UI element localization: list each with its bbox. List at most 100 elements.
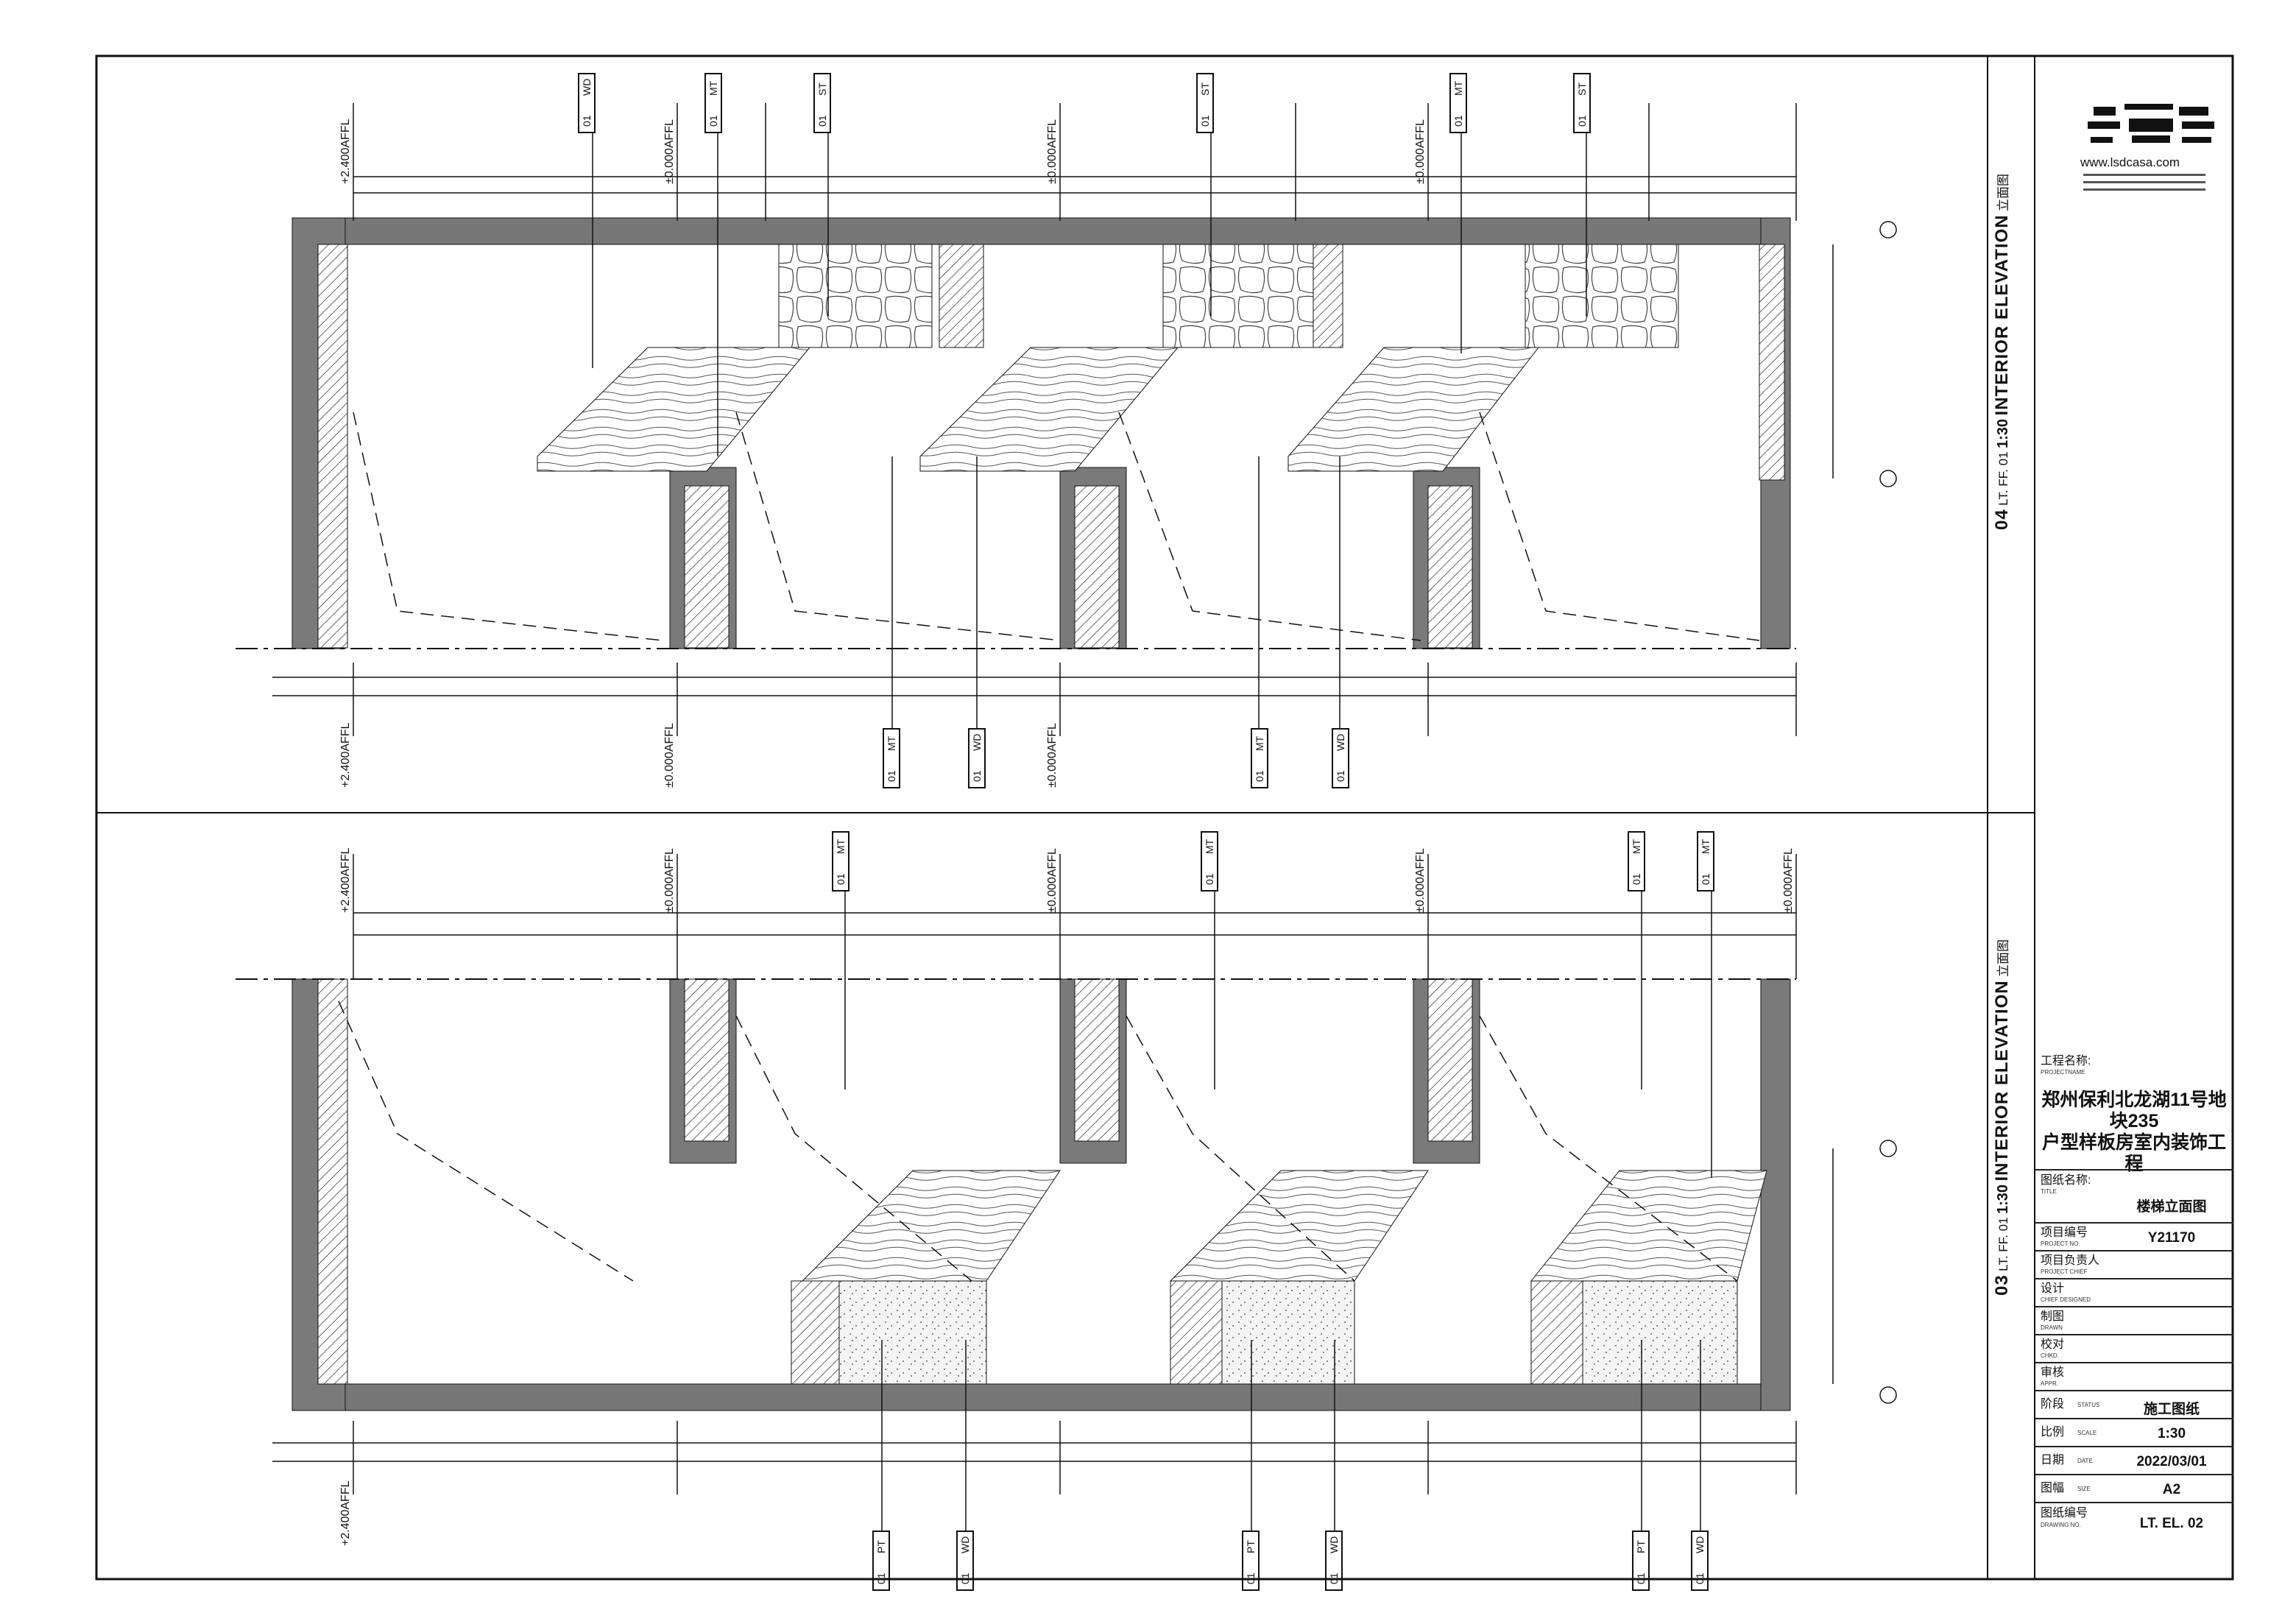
upper-stair-flight-1 xyxy=(537,347,811,472)
project-no-row: 项目编号 PROJECT NO. Y21170 xyxy=(2035,1222,2233,1251)
view-04-sheet-ref: LT. FF. 01 xyxy=(1996,451,2010,506)
lower-level-label: ±0.000AFFL xyxy=(1046,848,1059,913)
scale-label: 比例 xyxy=(2041,1426,2065,1438)
upper-elevation xyxy=(236,103,1897,736)
company-logo xyxy=(2083,104,2214,191)
logo-url: www.lsdcasa.com xyxy=(2080,155,2180,169)
material-tag-index: 01 xyxy=(1631,873,1642,885)
lower-stair-flight-2 xyxy=(1169,1170,1429,1282)
material-tag-code: WD xyxy=(1335,734,1346,751)
project-name: 郑州保利北龙湖11号地块235 户型样板房室内装饰工程 xyxy=(2039,1090,2229,1175)
project-no: Y21170 xyxy=(2147,1230,2196,1246)
material-tag-index: 01 xyxy=(1328,1572,1340,1584)
material-tag-code: WD xyxy=(1328,1536,1340,1553)
upper-level-label: +2.400AFFL xyxy=(339,119,352,184)
upper-level-label: ±0.000AFFL xyxy=(1046,119,1059,184)
title-label-en: TITLE xyxy=(2041,1188,2057,1195)
status-row: 阶段 STATUS 施工图纸 xyxy=(2035,1390,2233,1419)
material-tag-index: 01 xyxy=(1199,115,1211,127)
material-tag-index: 01 xyxy=(959,1572,971,1584)
material-tag-code: MT xyxy=(1204,839,1215,854)
lower-floor-slab xyxy=(292,1383,1789,1411)
material-tag-index: 01 xyxy=(1335,770,1346,782)
upper-stair-flight-2 xyxy=(919,347,1179,472)
scale-label-en: SCALE xyxy=(2077,1430,2097,1436)
approved-label-en: APPR. xyxy=(2041,1380,2059,1387)
chief-row: 项目负责人 PROJECT CHIEF xyxy=(2035,1250,2233,1279)
material-tag-code: WD xyxy=(971,734,983,751)
material-tag-code: MT xyxy=(835,839,847,854)
drawn-label: 制图 xyxy=(2041,1310,2065,1323)
material-tag-index: 01 xyxy=(1694,1572,1706,1584)
upper-bottom-level-label: +2.400AFFL xyxy=(339,722,352,788)
lower-stair-flight-1 xyxy=(801,1170,1061,1282)
sheet-border xyxy=(95,54,2234,1581)
view-04-title-group: 04 LT. FF. 01 1:30 INTERIOR ELEVATION 立面… xyxy=(1992,174,2013,530)
material-tag-code: ST xyxy=(816,82,828,96)
upper-material-tags xyxy=(578,73,1591,788)
status-label-en: STATUS xyxy=(2077,1402,2100,1408)
project-name-line1: 郑州保利北龙湖11号地块235 xyxy=(2041,1090,2227,1131)
material-tag-code: PT xyxy=(1245,1540,1257,1553)
lower-level-label: ±0.000AFFL xyxy=(1414,848,1427,913)
material-tag-code: MT xyxy=(1452,80,1464,96)
material-tag-index: 01 xyxy=(1635,1572,1647,1584)
material-tag-index: 01 xyxy=(1245,1572,1257,1584)
material-tag-index: 01 xyxy=(971,770,983,782)
lower-elevation xyxy=(236,854,1897,1531)
date-row: 日期 DATE 2022/03/01 xyxy=(2035,1446,2233,1475)
project-name-line2: 户型样板房室内装饰工程 xyxy=(2041,1132,2226,1174)
size-value: A2 xyxy=(2162,1482,2181,1497)
checked-label-en: CHKD. xyxy=(2041,1352,2059,1359)
drawn-row: 制图 DRAWN xyxy=(2035,1306,2233,1335)
upper-bottom-level-label: ±0.000AFFL xyxy=(1046,723,1059,788)
drawing-no-label-en: DRAWING NO. xyxy=(2041,1522,2081,1528)
drawing-no-row: 图纸编号 DRAWING NO. LT. EL. 02 xyxy=(2035,1502,2233,1578)
material-tag-index: 01 xyxy=(835,873,847,885)
project-name-label: 工程名称: xyxy=(2041,1055,2091,1067)
designed-label: 设计 xyxy=(2041,1282,2065,1295)
material-tag-index: 01 xyxy=(1700,873,1712,885)
view-03-number: 03 xyxy=(1992,1274,2012,1296)
approved-label: 审核 xyxy=(2041,1366,2065,1379)
project-no-label-en: PROJECT NO. xyxy=(2041,1240,2080,1247)
approved-row: 审核 APPR. xyxy=(2035,1362,2233,1391)
lower-level-label: ±0.000AFFL xyxy=(1782,848,1795,913)
designed-row: 设计 CHIEF DESIGNED xyxy=(2035,1278,2233,1307)
view-04-title: INTERIOR ELEVATION xyxy=(1992,214,2012,416)
lower-level-label: +2.400AFFL xyxy=(339,847,352,913)
material-tag-index: 01 xyxy=(886,770,897,782)
material-tag-code: WD xyxy=(581,79,593,96)
project-name-label-en: PROJECTNAME xyxy=(2041,1069,2085,1076)
upper-stair-flight-3 xyxy=(1287,347,1540,472)
title-block: 工程名称: PROJECTNAME 郑州保利北龙湖11号地块235 户型样板房室… xyxy=(2035,1051,2233,1577)
date-value: 2022/03/01 xyxy=(2136,1454,2207,1469)
lower-bottom-level-label: +2.400AFFL xyxy=(339,1480,352,1546)
material-tag-code: MT xyxy=(1700,839,1712,854)
checked-label: 校对 xyxy=(2041,1338,2065,1351)
status-label: 阶段 xyxy=(2041,1398,2065,1411)
project-no-label: 项目编号 xyxy=(2041,1226,2088,1239)
material-tag-code: MT xyxy=(1631,839,1642,854)
lower-right-wall xyxy=(1760,978,1791,1411)
drawing-no-value: LT. EL. 02 xyxy=(2139,1516,2204,1531)
material-tag-code: WD xyxy=(1694,1536,1706,1553)
title-label: 图纸名称: xyxy=(2041,1174,2091,1187)
material-tag-index: 01 xyxy=(875,1572,887,1584)
material-tag-code: MT xyxy=(886,735,897,751)
size-label-en: SIZE xyxy=(2077,1486,2091,1492)
material-tag-index: 01 xyxy=(1452,115,1464,127)
title-row: 图纸名称: TITLE 楼梯立面图 xyxy=(2035,1169,2233,1224)
upper-ceiling-slab xyxy=(292,217,1789,245)
scale-value: 1:30 xyxy=(2157,1426,2186,1441)
size-row: 图幅 SIZE A2 xyxy=(2035,1474,2233,1503)
view-03-scale: 1:30 xyxy=(1995,1184,2011,1214)
material-tag-index: 01 xyxy=(1254,770,1265,782)
chief-label-en: PROJECT CHIEF xyxy=(2041,1268,2088,1275)
view-03-sheet-ref: LT. FF. 01 xyxy=(1996,1217,2010,1271)
material-tag-code: PT xyxy=(875,1540,887,1553)
lower-plaster-block-1 xyxy=(838,1280,987,1385)
view-03-title-group: 03 LT. FF. 01 1:30 INTERIOR ELEVATION 立面… xyxy=(1992,939,2013,1296)
material-tag-code: WD xyxy=(959,1536,971,1553)
